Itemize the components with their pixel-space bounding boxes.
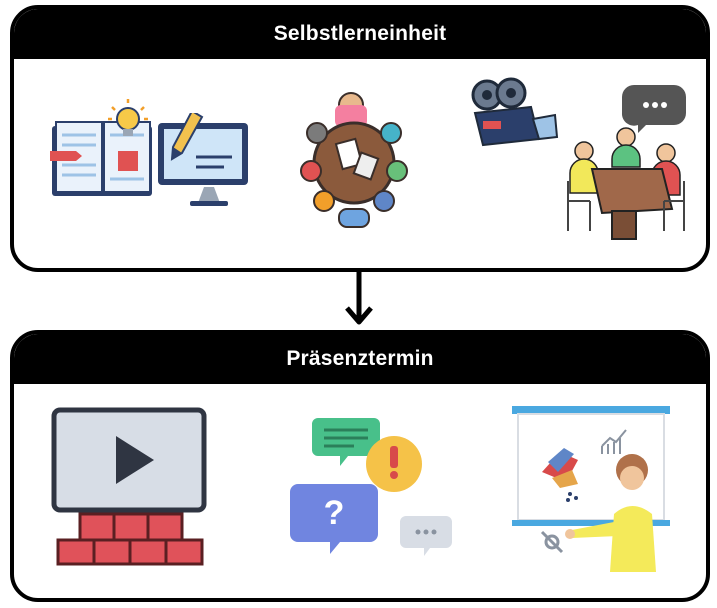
- meeting-discussion-icon: [567, 85, 686, 240]
- video-camera-icon: [471, 77, 559, 147]
- chat-questions-icon: ?: [290, 418, 452, 556]
- svg-text:?: ?: [324, 494, 345, 532]
- presentation-board-icon: [512, 406, 670, 572]
- cinema-screen-icon: [51, 407, 207, 566]
- stage-title: Selbstlerneinheit: [14, 9, 706, 59]
- group-collaboration-icon: [300, 92, 408, 228]
- stage-title: Präsenztermin: [14, 334, 706, 384]
- stage-praesenztermin: Präsenztermin ?: [10, 330, 710, 602]
- computer-writing-icon: [158, 113, 248, 206]
- stage-selbstlerneinheit: Selbstlerneinheit: [10, 5, 710, 272]
- book-idea-icon: [50, 99, 152, 196]
- flow-arrow-down-icon: [345, 270, 373, 325]
